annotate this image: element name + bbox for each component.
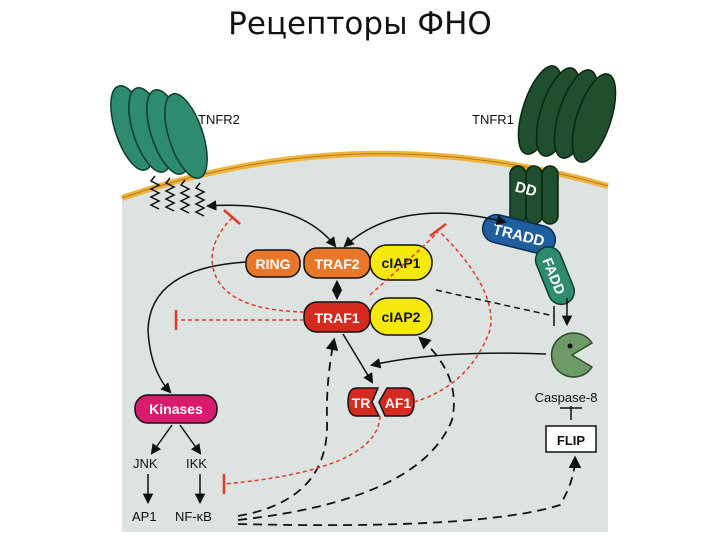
ikk-label: IKK [186,456,207,471]
jnk-label: JNK [133,456,158,471]
dd-label: DD [513,179,538,201]
red-inhibition-bars [174,209,447,494]
ap1-label: AP1 [132,509,157,524]
tnfr2-receptor [110,85,208,217]
traf1-box: TRAF1 [303,301,371,333]
tnfr1-label: TNFR1 [472,112,514,127]
flip-box: FLIP [545,425,597,453]
ciap1-label: cIAP1 [382,255,421,271]
red-inhibition-lines [176,217,492,485]
ciap2-label: cIAP2 [382,309,421,325]
traf2-box: TRAF2 [303,247,371,279]
cell-cytoplasm [122,155,608,532]
tnfr1-receptor [509,65,617,225]
dashed-arrows [237,336,582,527]
inhibition-bars [435,289,582,420]
traf1-cleaved-right-label: AF1 [385,395,412,411]
caspase8-label: Caspase-8 [535,390,598,405]
traf2-label: TRAF2 [314,256,359,272]
caspase8-icon [550,332,594,378]
ciap1-box: cIAP1 [369,244,433,281]
traf1-cleaved-left-label: TR [352,395,371,411]
ring-label: RING [256,256,291,272]
flip-label: FLIP [557,433,585,448]
activation-arrows [142,200,573,505]
tnfr2-label: TNFR2 [198,112,240,127]
traf1-label: TRAF1 [314,310,359,326]
ring-box: RING [245,249,301,278]
slide-title: Рецепторы ФНО [228,6,492,42]
kinases-label: Kinases [149,401,203,417]
kinases-box: Kinases [134,394,218,424]
traf1-cleaved-box: TR AF1 [347,387,415,417]
ciap2-box: cIAP2 [369,297,433,336]
nfkb-label: NF-κB [175,509,212,524]
